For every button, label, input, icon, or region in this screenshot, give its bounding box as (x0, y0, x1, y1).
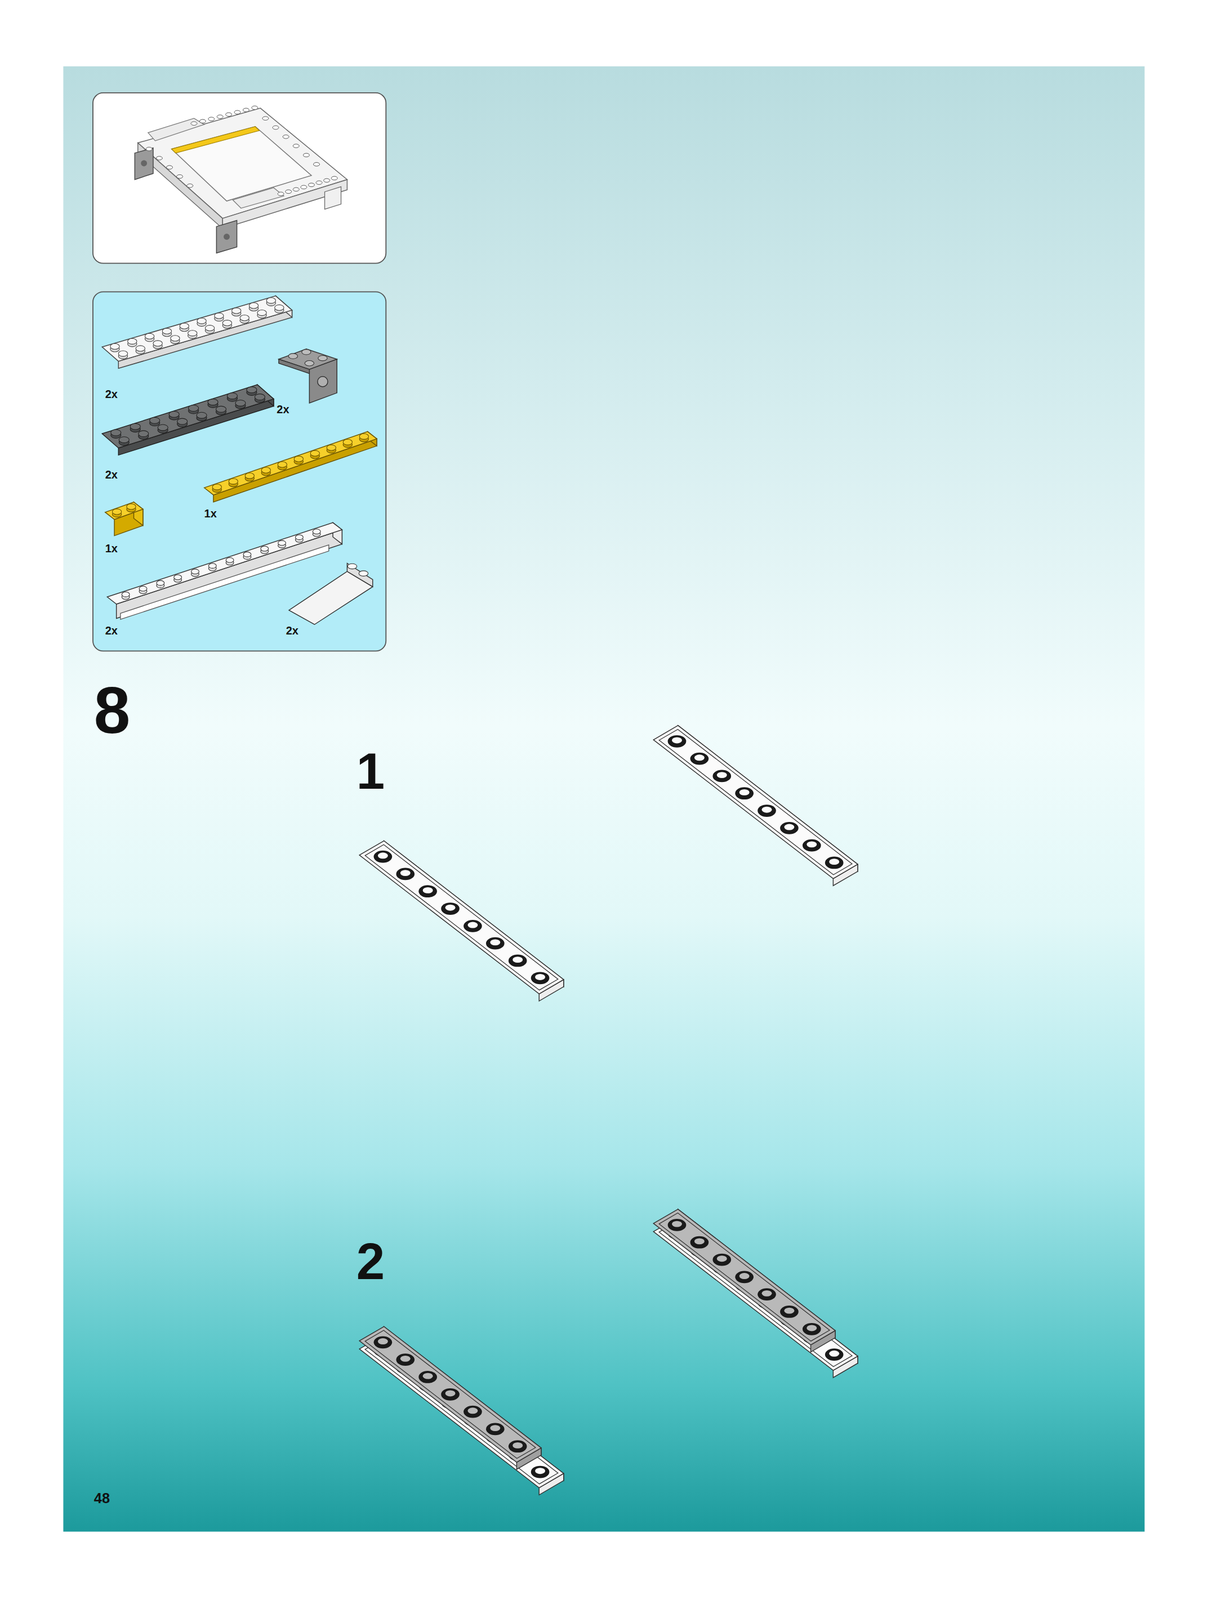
quantity-label: 1x (204, 508, 217, 520)
assembled-frame (134, 105, 347, 253)
lego-plate (101, 384, 274, 456)
page-ground (63, 66, 1145, 1533)
quantity-label: 2x (286, 625, 299, 637)
lego-plate (653, 725, 858, 887)
quantity-label: 2x (276, 404, 289, 416)
lego-plate (105, 502, 144, 537)
quantity-label: 1x (105, 543, 118, 555)
lego-plate (204, 431, 377, 503)
quantity-label: 2x (105, 389, 118, 401)
parts-list (101, 296, 377, 626)
quantity-label: 2x (105, 625, 118, 637)
lego-plate (359, 841, 564, 1002)
lego-plate (653, 1209, 836, 1353)
substep-number: 1 (356, 746, 385, 798)
quantity-label: 2x (105, 469, 118, 481)
step-pictures (359, 725, 858, 1496)
white-slope (288, 563, 373, 626)
grey-bracket (278, 349, 337, 404)
model-box (92, 92, 386, 264)
lego-plate (101, 296, 292, 369)
substep-number: 2 (356, 1236, 385, 1289)
lego-plate (359, 1326, 542, 1470)
page-number: 48 (94, 1491, 110, 1506)
parts-box (92, 291, 386, 652)
step-number: 8 (94, 678, 131, 744)
